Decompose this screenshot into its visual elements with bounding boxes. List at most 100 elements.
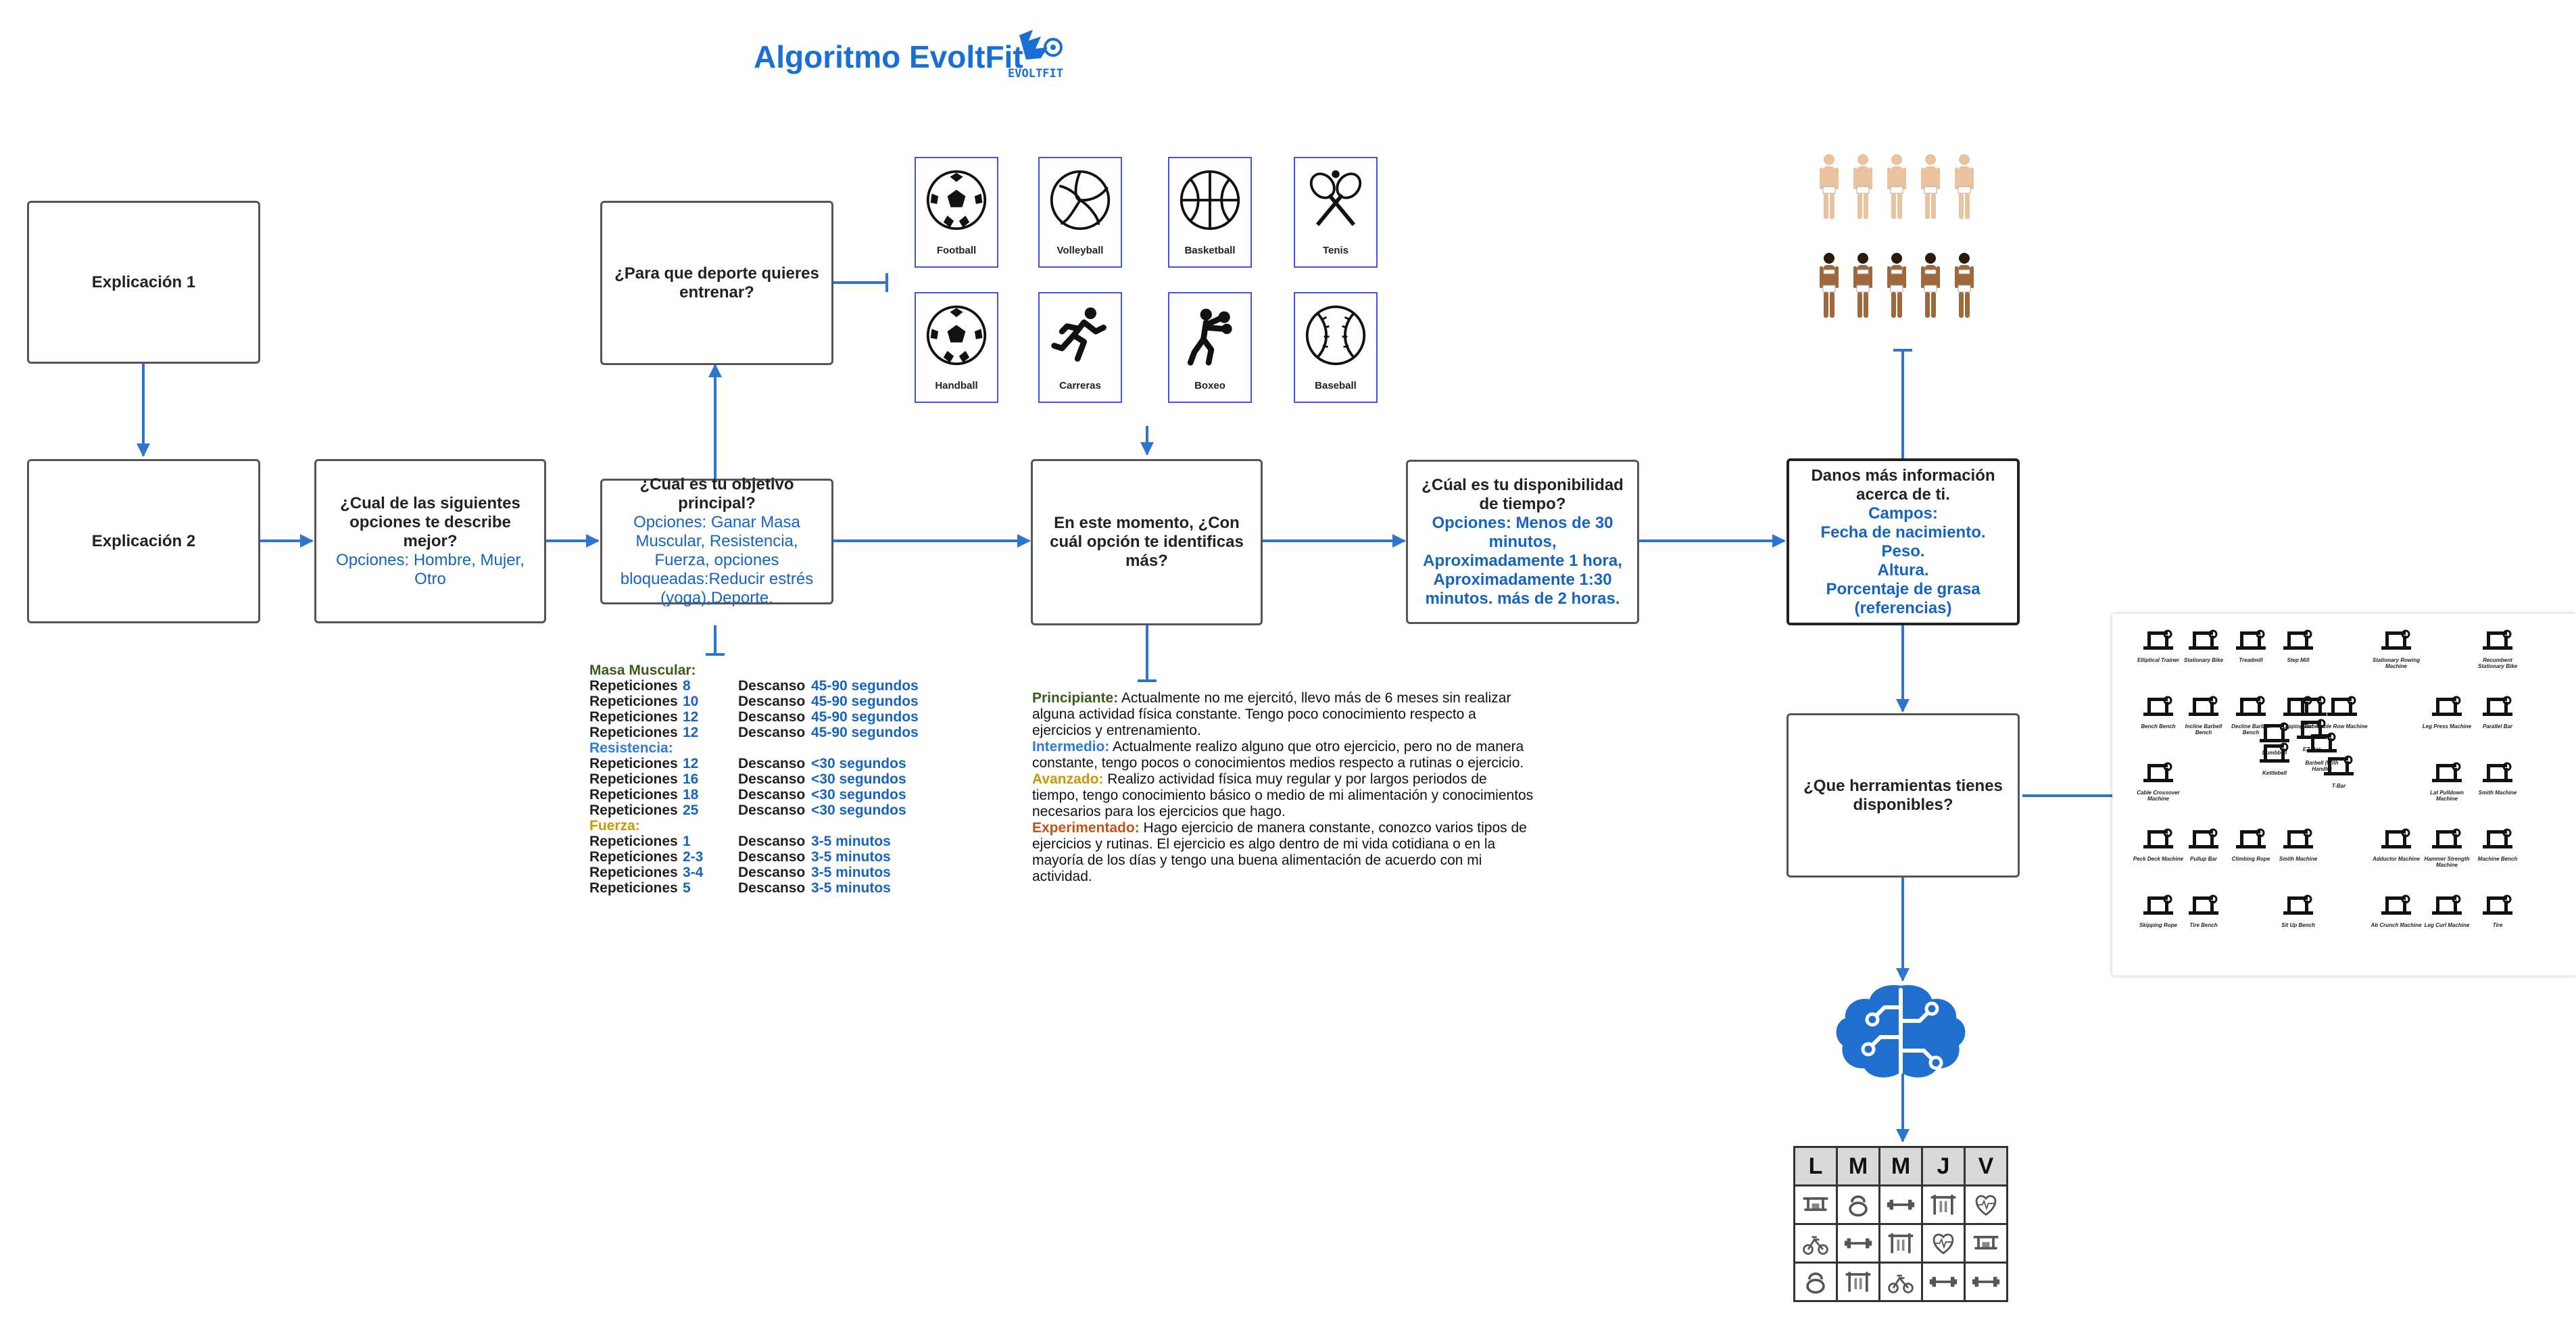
rest-label: Descanso <box>738 725 806 740</box>
rest-label: Descanso <box>738 771 806 787</box>
rest-value: 3-5 minutos <box>811 880 891 896</box>
female-body-figure <box>1955 253 1974 318</box>
rest-value: <30 segundos <box>811 756 906 771</box>
node-identificas: En este momento, ¿Con cuál opción te ide… <box>1031 459 1263 625</box>
rest-value: 3-5 minutos <box>811 834 891 849</box>
schedule-cell <box>1793 1184 1838 1225</box>
sport-label: Carreras <box>1059 380 1101 391</box>
equipment-label: Ab Crunch Machine <box>2371 922 2422 928</box>
reps-value: 3-4 <box>683 865 704 880</box>
reps-label: Repeticiones <box>589 709 678 725</box>
schedule-cell <box>1793 1223 1838 1264</box>
node-disponibilidad: ¿Cúal es tu disponibilidad de tiempo? Op… <box>1406 460 1639 624</box>
dumbbell-icon <box>1887 1199 1915 1210</box>
sport-label: Boxeo <box>1194 380 1225 391</box>
rest-label: Descanso <box>738 694 806 709</box>
sport-carreras: Carreras <box>1038 292 1122 403</box>
boxer-icon <box>1187 308 1232 366</box>
reps-label: Repeticiones <box>589 678 678 694</box>
equipment-icon <box>2236 828 2266 848</box>
equipment-icon <box>2432 828 2462 848</box>
equipment-item: Climbing Rope <box>2224 825 2278 862</box>
day-header: L <box>1793 1146 1838 1186</box>
category-fuerza: Fuerza: <box>589 818 640 834</box>
equipment-item: Barbell (With Handle) <box>2295 729 2349 772</box>
equipment-item: Dumbbell <box>2247 719 2302 756</box>
equipment-item: Ab Crunch Machine <box>2369 891 2423 928</box>
field-fecha: Fecha de nacimiento. <box>1820 523 1986 542</box>
dumbbell-icon <box>1929 1276 1958 1287</box>
level-description: Actualmente no me ejercitó, llevo más de… <box>1032 690 1511 738</box>
sport-label: Volleyball <box>1056 245 1104 256</box>
node-question: ¿Para que deporte quieres entrenar? <box>614 264 819 302</box>
level-description: Hago ejercicio de manera constante, cono… <box>1032 820 1527 884</box>
male-body-figure <box>1820 154 1839 219</box>
equipment-item: Pullup Bar <box>2177 825 2231 862</box>
equipment-item: Elliptical Trainer <box>2131 626 2185 663</box>
body-fat-reference-figures <box>1820 154 1974 318</box>
equipment-item: Treadmill <box>2224 626 2278 663</box>
schedule-cell <box>1921 1223 1966 1264</box>
schedule-cell <box>1836 1262 1880 1302</box>
rest-value: <30 segundos <box>811 787 906 802</box>
node-question: ¿Que herramientas tienes disponibles? <box>1803 776 2003 814</box>
stationary-bike-icon <box>1888 1274 1914 1293</box>
equipment-icon <box>2236 629 2266 650</box>
reps-value: 10 <box>683 694 699 709</box>
sport-label: Football <box>936 245 977 256</box>
bench-press-icon <box>1803 1197 1828 1212</box>
schedule-cell <box>1793 1262 1838 1302</box>
equipment-item: Recumbent Stationary Bike <box>2471 626 2525 669</box>
female-body-figure <box>1853 253 1872 318</box>
rest-label: Descanso <box>738 865 806 880</box>
evoltfit-logo: EVOLTFIT <box>1008 30 1063 80</box>
schedule-cell <box>1964 1184 2008 1225</box>
equipment-item: Bench Bench <box>2131 692 2185 729</box>
equipment-icon <box>2283 828 2313 848</box>
rest-value: 45-90 segundos <box>811 678 919 694</box>
reps-label: Repeticiones <box>589 771 678 787</box>
node-deporte: ¿Para que deporte quieres entrenar? <box>600 201 833 365</box>
equipment-label: T-Bar <box>2331 783 2346 790</box>
equipment-item: Decline Barbell Bench <box>2224 692 2278 736</box>
equipment-icon <box>2260 742 2289 763</box>
reps-label: Repeticiones <box>589 849 678 865</box>
node-options: Opciones: Hombre, Mujer, Otro <box>336 550 525 588</box>
equipment-label: Recumbent Stationary Bike <box>2477 657 2518 669</box>
reps-label: Repeticiones <box>589 787 678 802</box>
equipment-label: Dumbbell <box>2262 750 2287 757</box>
rest-label: Descanso <box>738 880 806 896</box>
rest-value: <30 segundos <box>811 771 906 787</box>
day-header: V <box>1964 1146 2008 1186</box>
equipment-label: Climbing Rope <box>2231 856 2270 862</box>
equipment-icon <box>2432 894 2462 915</box>
rest-value: 45-90 segundos <box>811 725 919 740</box>
level-description: Realizo actividad física muy regular y p… <box>1032 771 1534 819</box>
equipment-icon <box>2381 828 2411 848</box>
node-question: ¿Cual de las siguientes opciones te desc… <box>340 494 520 550</box>
equipment-label: Smith Machine <box>2478 790 2517 796</box>
basketball-icon <box>1180 170 1240 231</box>
equipment-label: Hammer Strength Machine <box>2424 856 2470 868</box>
field-altura: Altura. <box>1877 560 1929 579</box>
soccer-ball-icon <box>926 170 987 231</box>
sport-tenis: Tenis <box>1294 157 1378 268</box>
equipment-icon <box>2483 629 2512 650</box>
reps-value: 2-3 <box>683 849 704 865</box>
reps-value: 5 <box>683 880 691 896</box>
equipment-item: Sit Up Bench <box>2271 891 2325 928</box>
equipment-icon <box>2483 696 2512 716</box>
equipment-label: Stationary Rowing Machine <box>2372 657 2421 669</box>
equipment-item: Tire <box>2471 891 2525 928</box>
male-body-figure <box>1921 154 1940 219</box>
dumbbell-icon <box>1844 1238 1872 1249</box>
reps-label: Repeticiones <box>589 725 678 740</box>
schedule-cell <box>1921 1262 1966 1302</box>
level-avanzado: Avanzado: Realizo actividad física muy r… <box>1032 771 1536 820</box>
